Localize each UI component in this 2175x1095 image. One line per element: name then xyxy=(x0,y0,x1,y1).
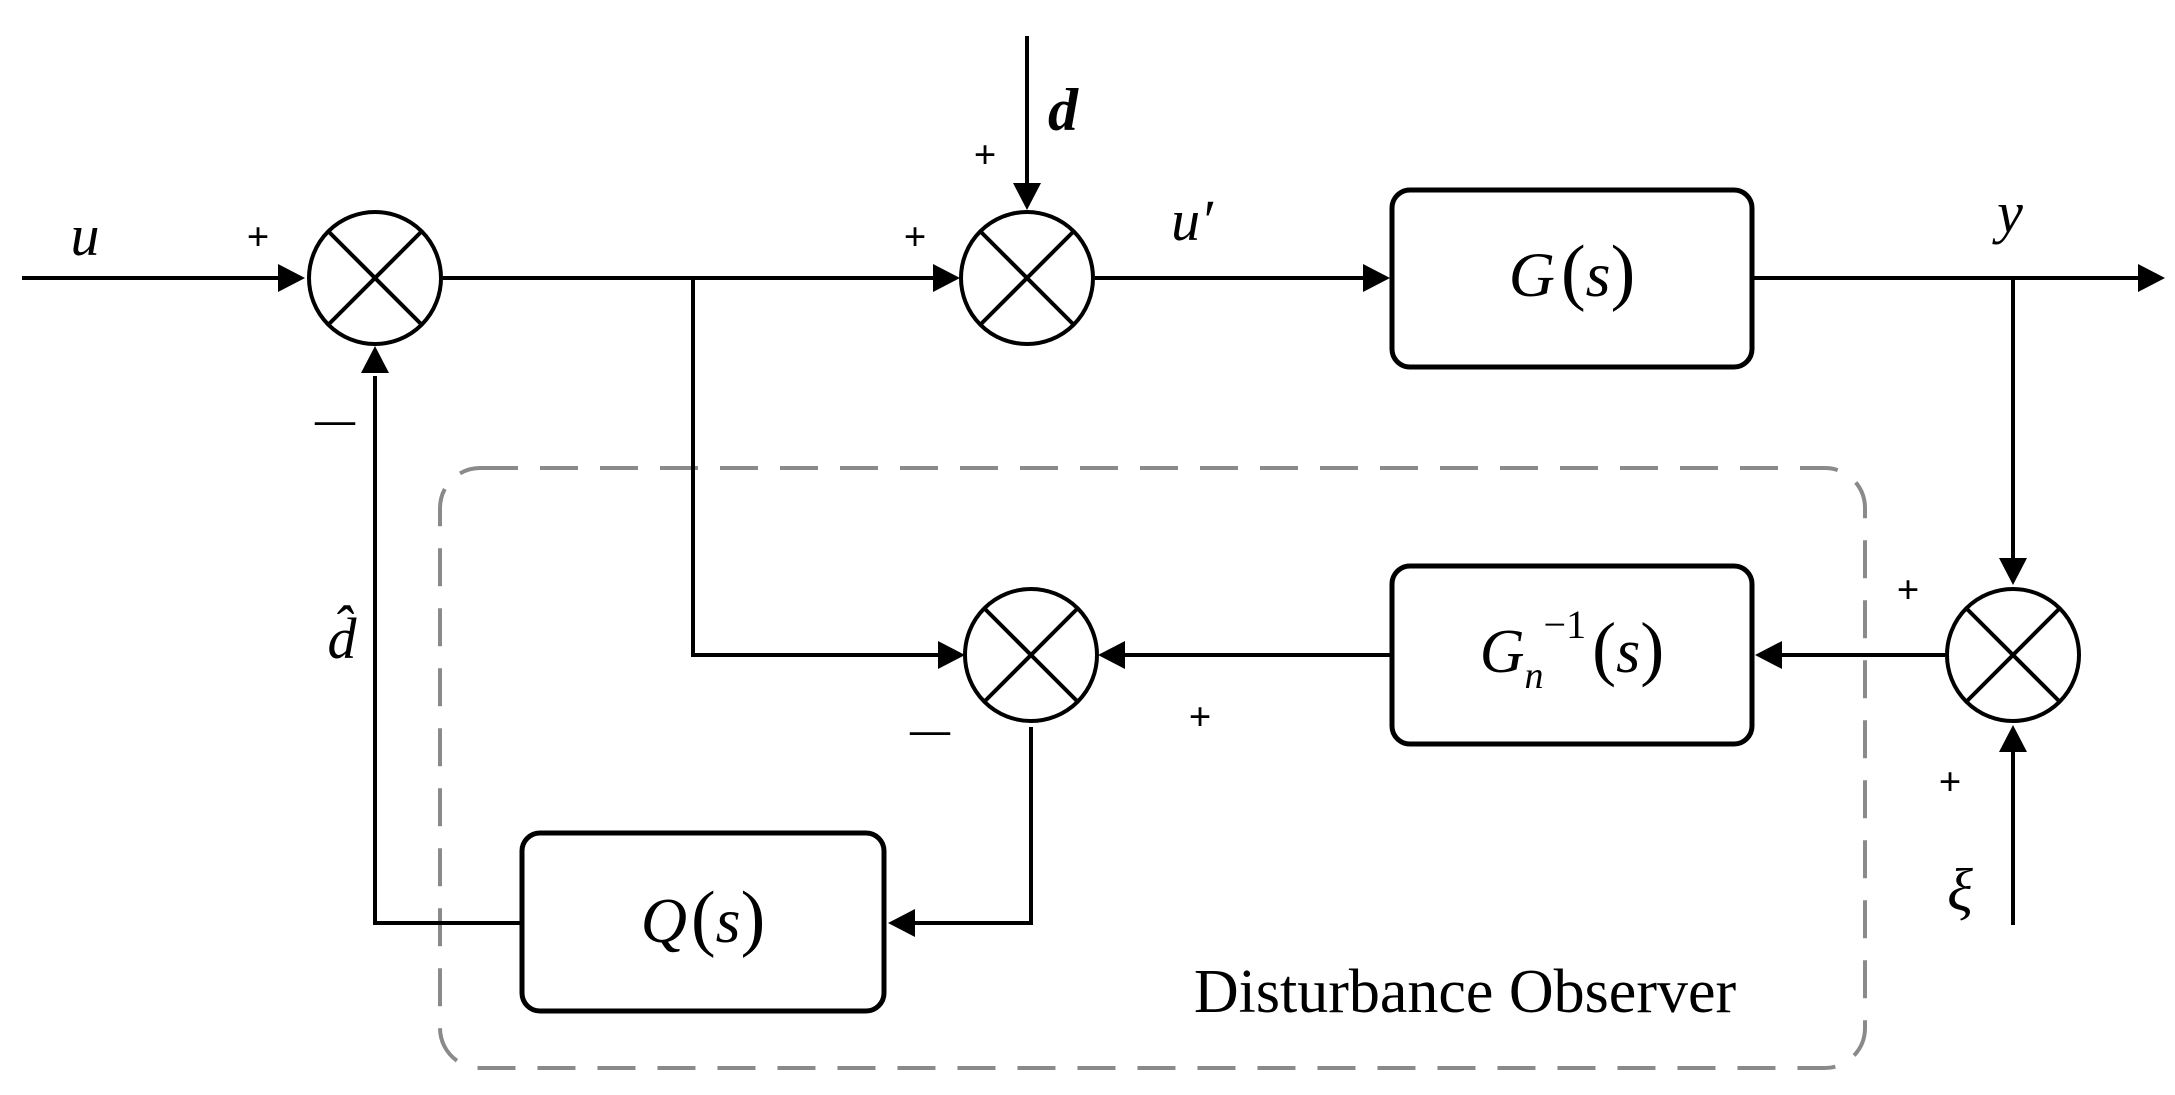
signal-xi-label: ξ xyxy=(1947,857,1973,923)
sign-summer3-plus-top: + xyxy=(1897,567,1920,612)
q-block xyxy=(519,830,887,1014)
summing-junction-3 xyxy=(1945,587,2081,723)
arrowhead-summer4-right-in xyxy=(1098,641,1125,669)
arrowhead-d-in xyxy=(1013,183,1041,210)
arrowhead-q-in xyxy=(888,909,915,937)
sign-summer2-plus-top: + xyxy=(974,132,997,177)
q-block-label: Q(s) xyxy=(641,877,765,959)
u-branch-to-summer4-line xyxy=(691,278,945,657)
signal-u-prime-label: u′ xyxy=(1171,188,1214,253)
q-to-summer1-line xyxy=(373,376,522,925)
signal-y-label: y xyxy=(1992,180,2023,245)
summing-junction-1 xyxy=(307,210,443,346)
disturbance-observer-boundary xyxy=(438,466,1867,1070)
sign-summer4-plus: + xyxy=(1189,694,1212,739)
signal-d-label: d xyxy=(1048,77,1079,143)
arrowhead-y-out xyxy=(2138,264,2165,292)
sign-summer3-plus-bottom: + xyxy=(1939,759,1962,804)
disturbance-observer-label: Disturbance Observer xyxy=(1194,958,1737,1026)
sign-summer4-minus: — xyxy=(909,707,951,752)
summing-junction-4 xyxy=(963,587,1099,723)
gninv-block xyxy=(1389,563,1755,747)
arrowhead-summer3-top-in xyxy=(1999,558,2027,585)
arrowhead-gninv-in xyxy=(1755,641,1782,669)
summer4-to-q-line xyxy=(910,727,1033,925)
arrowhead-summer1-bottom-in xyxy=(361,346,389,373)
arrowhead-summer1-in xyxy=(278,264,305,292)
signal-u-label: u xyxy=(71,203,100,268)
sign-summer1-plus: + xyxy=(247,214,270,259)
sign-summer2-plus-left: + xyxy=(904,214,927,259)
g-block-label: G(s) xyxy=(1509,231,1635,313)
arrowhead-summer2-in xyxy=(933,264,960,292)
arrowhead-g-in xyxy=(1363,264,1390,292)
gninv-block-label: Gn−1(s) xyxy=(1480,602,1664,697)
g-block xyxy=(1389,187,1755,370)
summing-junction-2 xyxy=(959,210,1095,346)
arrowhead-summer4-left-in xyxy=(938,641,965,669)
arrowhead-summer3-bottom-in xyxy=(1999,725,2027,752)
signal-d-hat-label: d̂ xyxy=(328,606,358,671)
sign-summer1-minus: — xyxy=(314,397,356,442)
